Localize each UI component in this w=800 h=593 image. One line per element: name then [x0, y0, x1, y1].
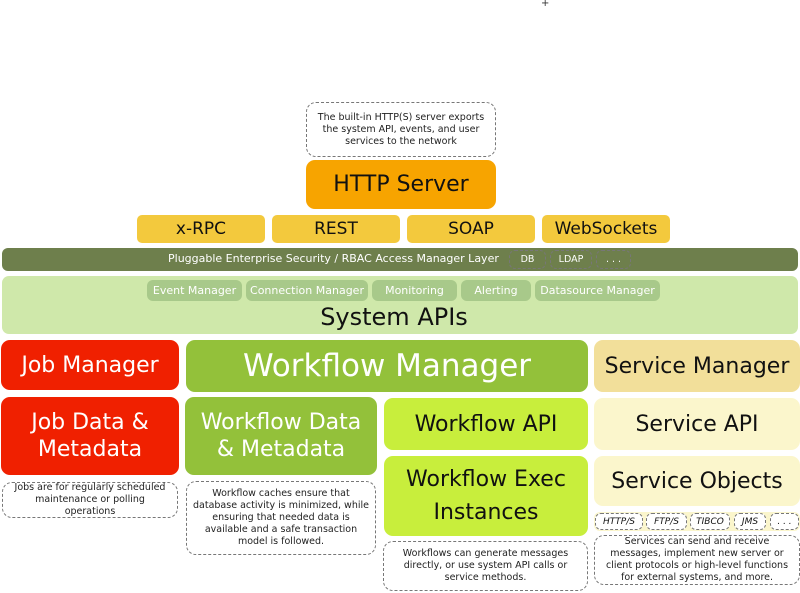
workflow-manager-box: Workflow Manager — [186, 340, 588, 392]
protocol-soap: SOAP — [407, 215, 535, 243]
workflow-api-box: Workflow API — [384, 398, 588, 450]
system-datasource-manager: Datasource Manager — [535, 280, 660, 301]
protocol-xrpc: x-RPC — [137, 215, 265, 243]
service-protocol-ftps: FTP/S — [646, 513, 687, 530]
http-server-note: The built-in HTTP(S) server exports the … — [306, 102, 496, 157]
service-manager-box: Service Manager — [594, 340, 800, 392]
system-event-manager: Event Manager — [147, 280, 242, 301]
workflow-exec-note: Workflows can generate messages directly… — [383, 541, 588, 591]
protocol-rest: REST — [272, 215, 400, 243]
system-alerting: Alerting — [461, 280, 531, 301]
crosshair-marker: + — [541, 0, 550, 9]
service-protocol-jms: JMS — [734, 513, 766, 530]
service-note: Services can send and receive messages, … — [594, 535, 800, 585]
job-manager-box: Job Manager — [1, 340, 179, 390]
workflow-data-box: Workflow Data & Metadata — [185, 397, 377, 475]
security-layer-label: Pluggable Enterprise Security / RBAC Acc… — [168, 252, 499, 265]
http-server-box: HTTP Server — [306, 160, 496, 209]
job-data-box: Job Data & Metadata — [1, 397, 179, 475]
protocol-websockets: WebSockets — [542, 215, 670, 243]
service-protocol-https: HTTP/S — [595, 513, 643, 530]
service-protocol-more: . . . — [770, 513, 799, 530]
service-objects-box: Service Objects — [594, 456, 800, 506]
system-apis-panel: Event Manager Connection Manager Monitor… — [2, 276, 798, 334]
service-api-box: Service API — [594, 398, 800, 450]
security-chip-ldap: LDAP — [550, 250, 592, 269]
security-layer-bar: Pluggable Enterprise Security / RBAC Acc… — [2, 248, 798, 271]
job-note: Jobs are for regularly scheduled mainten… — [2, 482, 178, 518]
security-chip-more: . . . — [596, 250, 631, 269]
workflow-exec-box: Workflow Exec Instances — [384, 456, 588, 536]
system-monitoring: Monitoring — [372, 280, 457, 301]
system-connection-manager: Connection Manager — [246, 280, 368, 301]
service-protocol-row: HTTP/S FTP/S TIBCO JMS . . . — [594, 512, 800, 531]
security-chip-db: DB — [509, 250, 546, 269]
service-protocol-tibco: TIBCO — [690, 513, 730, 530]
system-apis-title: System APIs — [320, 303, 468, 331]
workflow-data-note: Workflow caches ensure that database act… — [186, 481, 376, 555]
